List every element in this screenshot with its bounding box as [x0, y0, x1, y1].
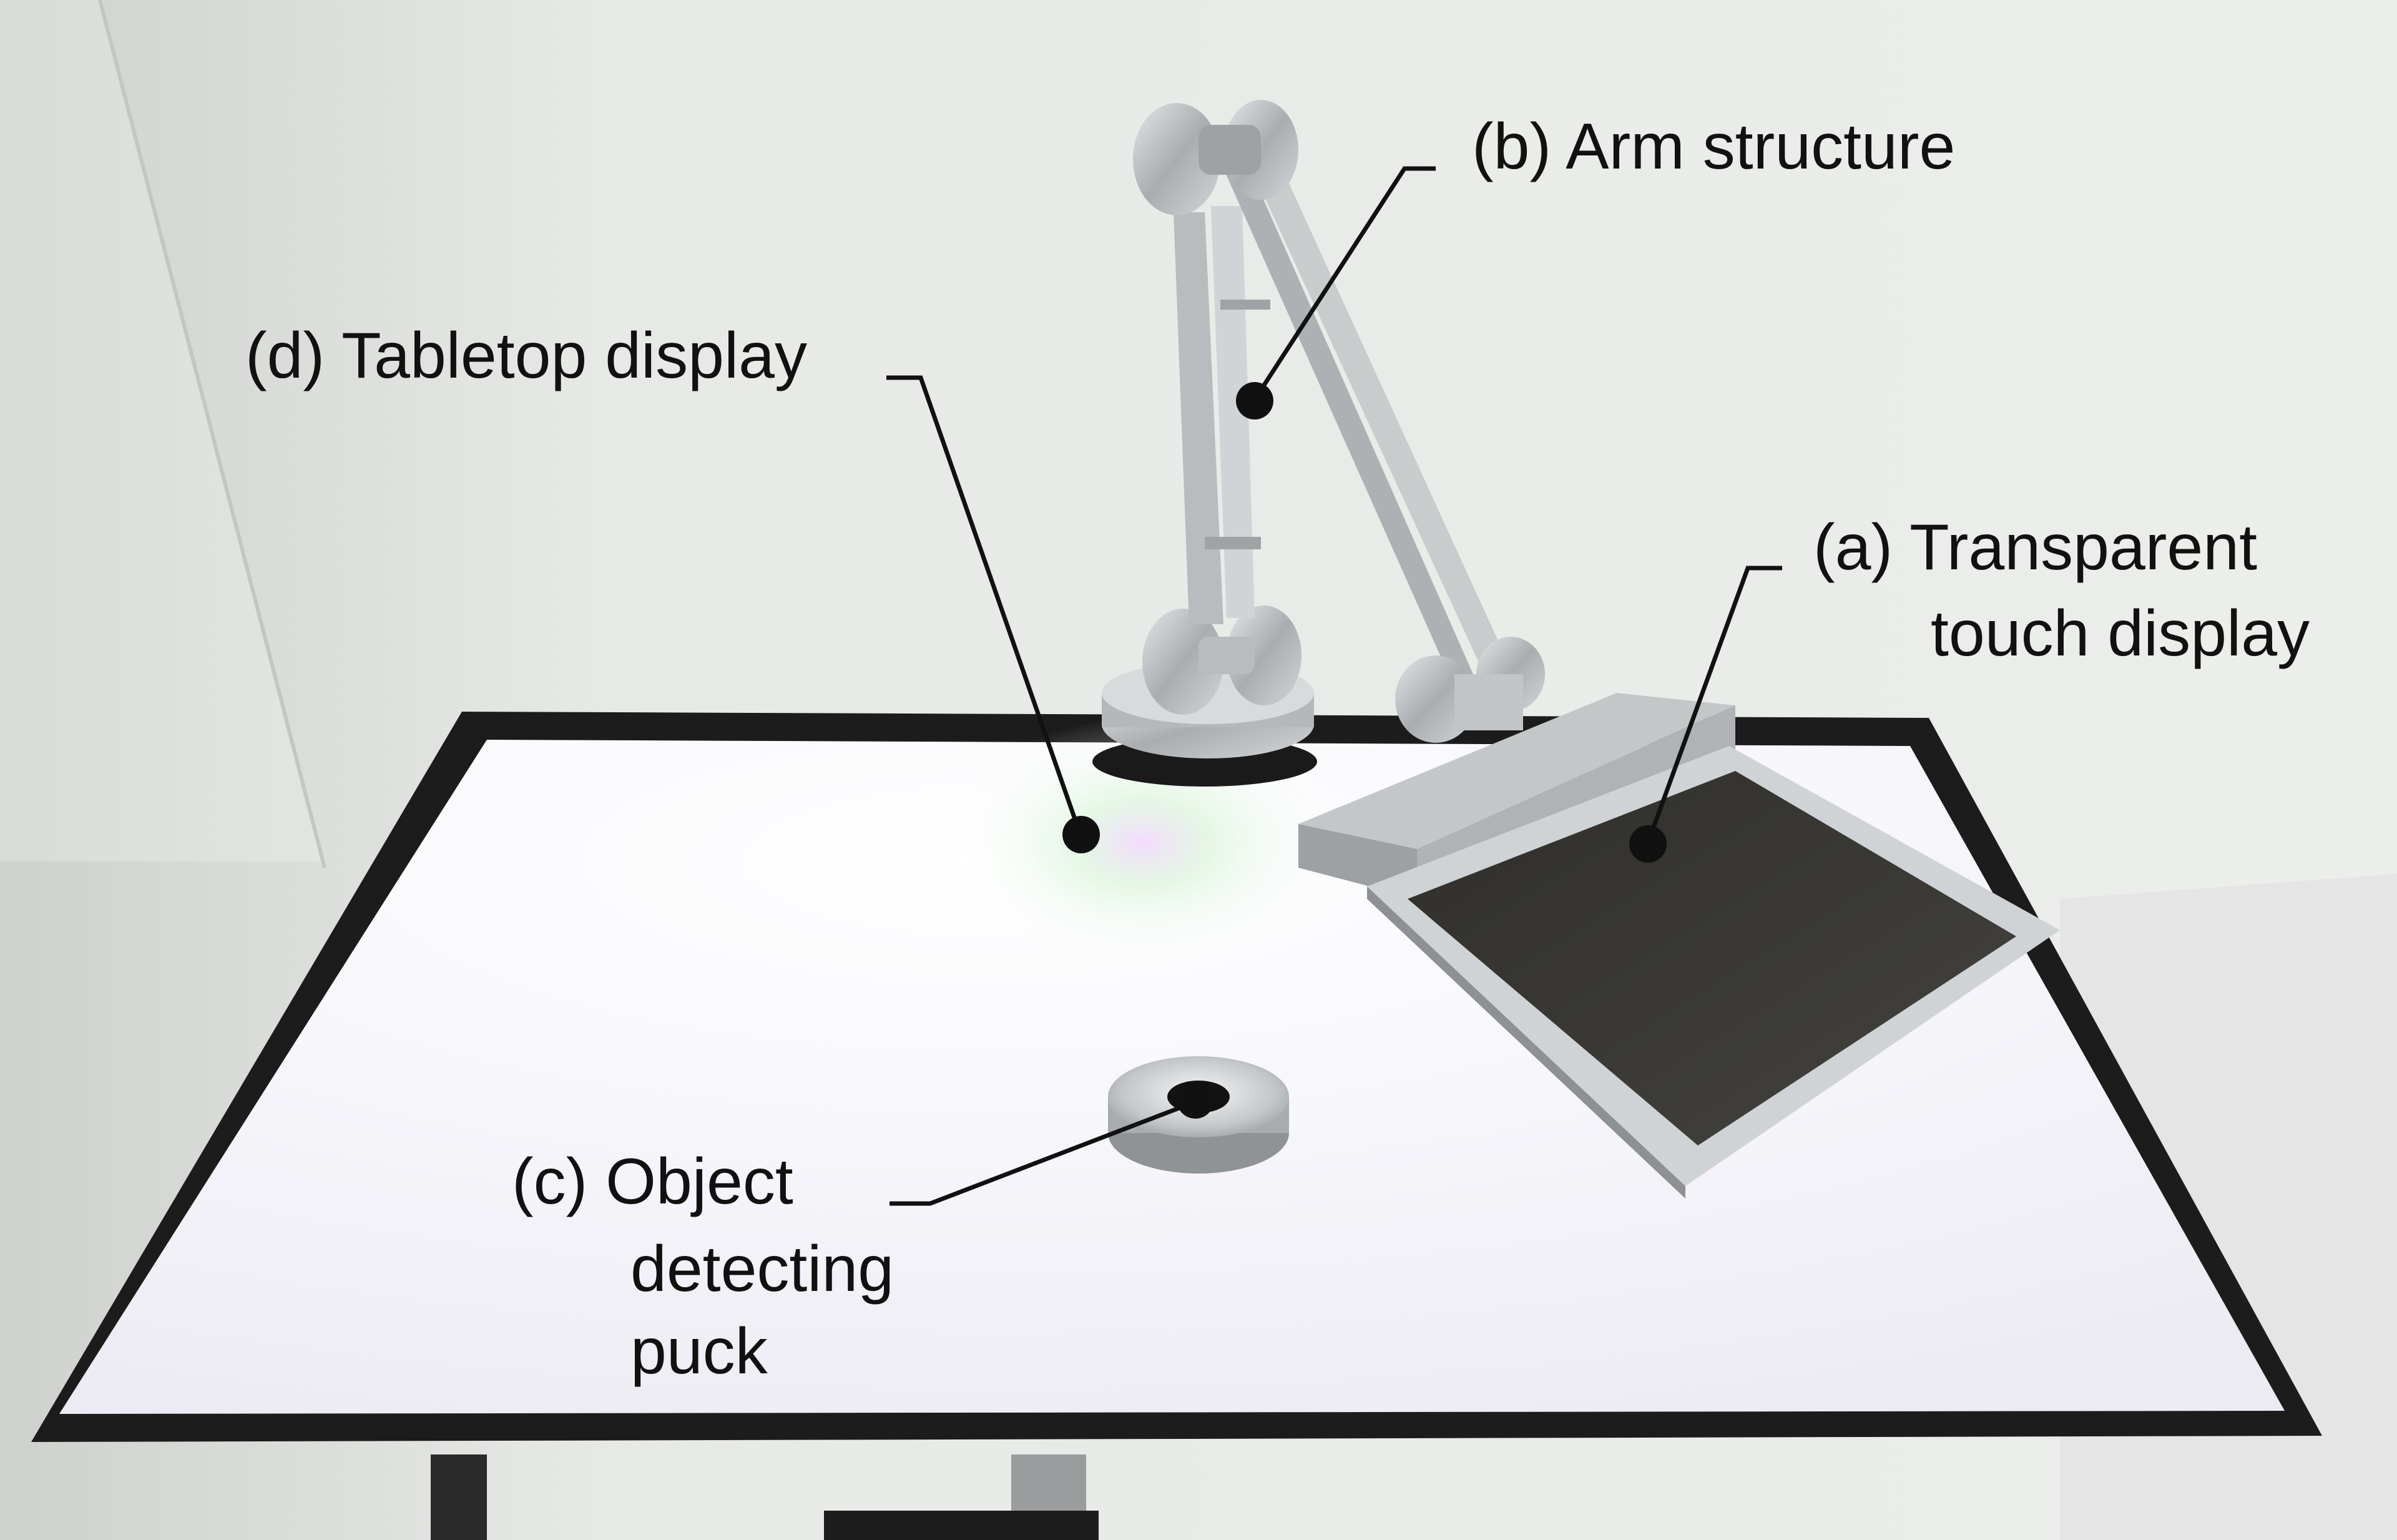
label-puck-line3: puck [630, 1315, 768, 1388]
label-puck-line1: (c) Object [512, 1145, 793, 1218]
table-foot [824, 1511, 1099, 1540]
wall-corner-edge [98, 0, 326, 868]
annotation-object-puck: (c) Object detecting puck [512, 1081, 1214, 1388]
annotation-tabletop-display: (d) Tabletop display [245, 320, 1100, 853]
label-tabletop-display: (d) Tabletop display [245, 320, 807, 392]
arm-structure [1102, 100, 1545, 758]
left-wall [0, 0, 325, 861]
label-arm-structure: (b) Arm structure [1472, 110, 1955, 183]
annotation-arm-structure: (b) Arm structure [1236, 110, 1955, 419]
touch-panel-surface [1408, 771, 2016, 1145]
label-transparent-line1: (a) Transparent [1813, 511, 2257, 584]
label-puck-line2: detecting [630, 1233, 894, 1305]
transparent-touch-display [1298, 693, 2060, 1199]
annotation-transparent-touch-display: (a) Transparent touch display [1629, 511, 2310, 863]
label-transparent-line2: touch display [1931, 597, 2310, 670]
table-leg-left [431, 1454, 487, 1540]
